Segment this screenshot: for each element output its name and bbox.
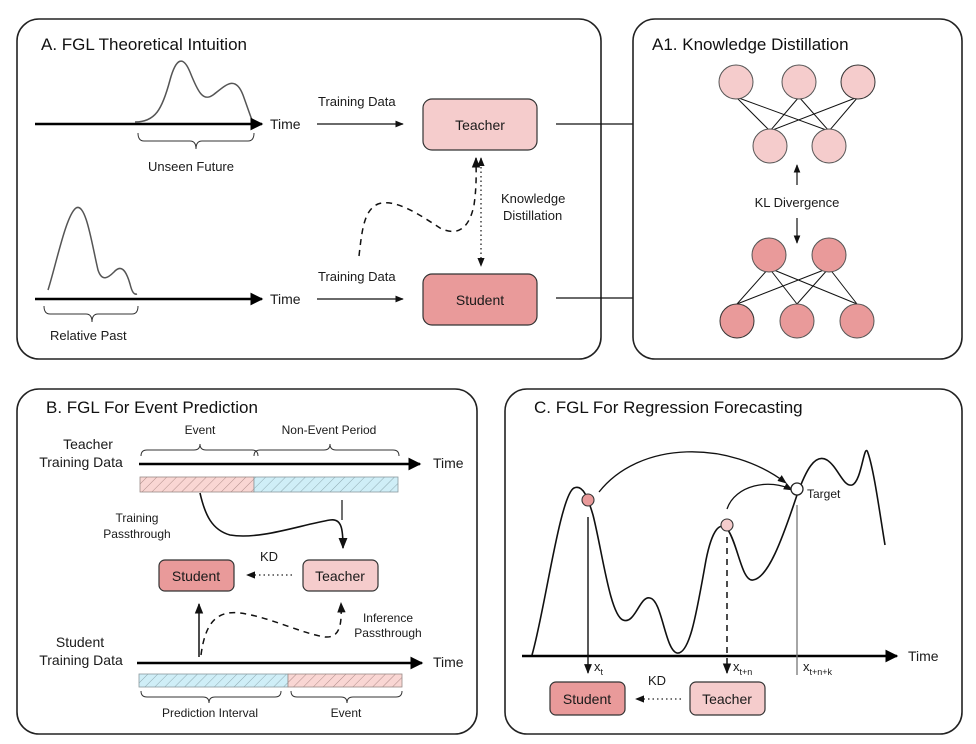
training-data-top-label: Training Data xyxy=(318,94,396,109)
target-point xyxy=(790,482,804,496)
panel-c-frame xyxy=(504,388,963,735)
teacher-network-edges xyxy=(735,96,859,132)
student-point-to-target-arc xyxy=(598,451,787,493)
relative-past-label: Relative Past xyxy=(50,328,127,343)
kd-label-c: KD xyxy=(648,673,666,688)
non-event-brace xyxy=(253,443,400,457)
panel-a1-frame xyxy=(632,18,963,360)
teacher-box-a: Teacher xyxy=(422,98,538,151)
training-passthrough-curve xyxy=(199,492,348,550)
inference-passthrough-line2: Passthrough xyxy=(354,626,421,640)
event-brace-top xyxy=(140,443,259,457)
event-label-top: Event xyxy=(185,423,216,437)
teacher-node-bottom-2 xyxy=(811,128,847,164)
teacher-box-c: Teacher xyxy=(689,681,766,716)
teacher-point-to-target-arc xyxy=(726,482,793,510)
student-box-b: Student xyxy=(158,559,235,592)
kd-label-b: KD xyxy=(260,549,278,564)
kl-divergence-label: KL Divergence xyxy=(755,195,840,210)
panel-a1: A1. Knowledge Distillation KL Divergence xyxy=(632,18,963,360)
unseen-future-brace xyxy=(137,132,255,150)
panel-a-title: A. FGL Theoretical Intuition xyxy=(41,35,247,54)
training-data-bottom-label: Training Data xyxy=(318,269,396,284)
x-tnk-label: xt+n+k xyxy=(803,659,833,677)
event-label-bottom: Event xyxy=(331,706,362,720)
student-node-bottom-3 xyxy=(839,303,875,339)
teacher-label-a: Teacher xyxy=(455,117,505,133)
c-time-label: Time xyxy=(908,648,939,664)
teacher-node-top-2 xyxy=(781,64,817,100)
panel-b-frame xyxy=(16,388,478,735)
student-data-label-line2: Training Data xyxy=(39,652,123,668)
x-t-label: xt xyxy=(594,659,604,677)
bottom-time-label: Time xyxy=(270,291,301,307)
teacher-label-c: Teacher xyxy=(702,691,752,707)
inference-passthrough-line1: Inference xyxy=(363,611,413,625)
teacher-node-top-1 xyxy=(718,64,754,100)
student-node-top-2 xyxy=(811,237,847,273)
relative-past-brace xyxy=(43,305,139,323)
event-brace-bottom xyxy=(290,690,403,704)
panel-a: A. FGL Theoretical Intuition Time Unseen… xyxy=(16,18,695,360)
forecast-series-curve xyxy=(531,449,886,656)
panel-b-title: B. FGL For Event Prediction xyxy=(46,398,258,417)
student-node-bottom-1 xyxy=(719,303,755,339)
kd-label-a-line2: Distillation xyxy=(503,208,562,223)
student-network-edges xyxy=(736,267,858,305)
x-tn-label: xt+n xyxy=(733,659,752,677)
student-label-a: Student xyxy=(456,292,504,308)
top-time-label: Time xyxy=(270,116,301,132)
student-label-b: Student xyxy=(172,568,220,584)
unseen-future-curve xyxy=(134,60,253,123)
dashed-passthrough-curve-a xyxy=(358,156,481,257)
student-node-bottom-2 xyxy=(779,303,815,339)
teacher-box-b: Teacher xyxy=(302,559,379,592)
student-data-label-line1: Student xyxy=(56,634,104,650)
teacher-label-b: Teacher xyxy=(315,568,365,584)
teacher-data-label-line1: Teacher xyxy=(63,436,113,452)
student-box-a: Student xyxy=(422,273,538,326)
relative-past-curve xyxy=(47,206,138,295)
prediction-interval-brace xyxy=(140,690,282,704)
teacher-node-top-3 xyxy=(840,64,876,100)
teacher-data-label-line2: Training Data xyxy=(39,454,123,470)
kd-label-a-line1: Knowledge xyxy=(501,191,565,206)
student-time-label: Time xyxy=(433,654,464,670)
panel-c-title: C. FGL For Regression Forecasting xyxy=(534,398,803,417)
training-passthrough-line1: Training xyxy=(116,511,159,525)
panel-b: B. FGL For Event Prediction Event Non-Ev… xyxy=(16,388,478,735)
inference-passthrough-curve xyxy=(200,601,346,656)
panel-a1-title: A1. Knowledge Distillation xyxy=(652,35,849,54)
student-input-point xyxy=(581,493,595,507)
student-node-top-1 xyxy=(751,237,787,273)
training-passthrough-line2: Passthrough xyxy=(103,527,170,541)
panel-c: C. FGL For Regression Forecasting Time T… xyxy=(504,388,963,735)
target-label: Target xyxy=(807,487,841,501)
teacher-node-bottom-1 xyxy=(752,128,788,164)
prediction-interval-label: Prediction Interval xyxy=(162,706,258,720)
teacher-time-label: Time xyxy=(433,455,464,471)
prediction-interval-segment xyxy=(138,673,289,688)
student-label-c: Student xyxy=(563,691,611,707)
event-segment-top xyxy=(139,476,255,493)
non-event-label: Non-Event Period xyxy=(282,423,377,437)
unseen-future-label: Unseen Future xyxy=(148,159,234,174)
event-segment-bottom xyxy=(287,673,403,688)
student-box-c: Student xyxy=(549,681,626,716)
non-event-segment xyxy=(253,476,399,493)
teacher-input-point xyxy=(720,518,734,532)
